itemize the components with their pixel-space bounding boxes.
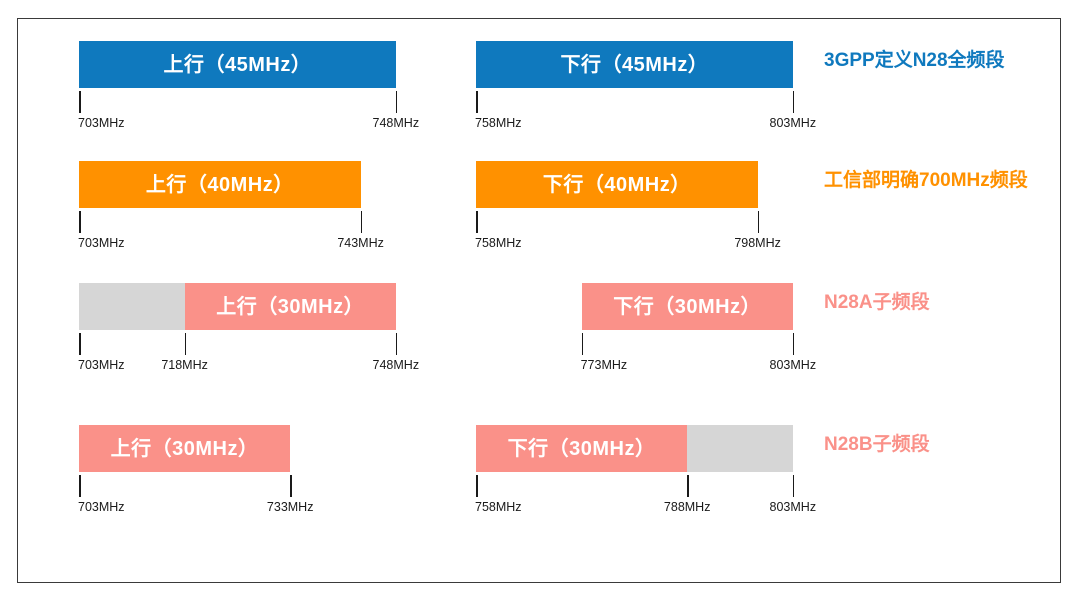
band-row-caption: 工信部明确700MHz频段 (824, 170, 1028, 191)
band-row: 上行（45MHz） 703MHz 748MHz 下行（45MHz） 758MHz 803M… (18, 41, 1060, 161)
axis-tick (79, 211, 81, 233)
band-bar-uplink: 上行（45MHz） (79, 41, 396, 88)
band-segment-active: 下行（30MHz） (476, 425, 688, 472)
axis-tick-label: 703MHz (78, 116, 125, 130)
band-segment-active: 上行（30MHz） (79, 425, 291, 472)
axis-tick (792, 475, 795, 497)
band-segment-active: 上行（30MHz） (184, 283, 396, 330)
band-segment-inactive (79, 283, 185, 330)
band-segment-label: 下行（40MHz） (542, 173, 691, 196)
band-bar-downlink: 下行（30MHz） (476, 425, 793, 472)
axis-tick (792, 333, 795, 355)
band-segment-label: 下行（30MHz） (507, 437, 656, 460)
band-row: 上行（40MHz） 703MHz 743MHz 下行（40MHz） 758MHz 798M… (18, 161, 1060, 281)
axis-tick (79, 91, 81, 113)
band-bar-uplink: 上行（30MHz） (79, 425, 291, 472)
axis-tick-label: 718MHz (161, 358, 208, 372)
band-row: 上行（30MHz） 703MHz 733MHz 下行（30MHz） 758MHz 788M… (18, 425, 1060, 545)
axis-tick-label: 803MHz (769, 358, 817, 372)
axis-tick (184, 333, 187, 355)
band-segment-active: 下行（30MHz） (581, 283, 793, 330)
band-bar-uplink: 上行（30MHz） (79, 283, 396, 330)
axis-tick (395, 91, 398, 113)
axis-tick (395, 333, 398, 355)
axis-tick-label: 798MHz (734, 236, 781, 250)
axis-tick (79, 475, 81, 497)
axis-tick-label: 758MHz (475, 116, 522, 130)
axis-tick-label: 773MHz (580, 358, 628, 372)
band-row: 上行（30MHz） 703MHz 718MHz 748MHz 下行（30MHz） 773M… (18, 283, 1060, 403)
band-row-caption: N28A子频段 (824, 292, 930, 313)
band-bar-downlink: 下行（45MHz） (476, 41, 793, 88)
axis-tick-label: 758MHz (475, 236, 522, 250)
band-segment-active: 上行（45MHz） (79, 41, 396, 88)
axis-tick-label: 703MHz (78, 236, 125, 250)
band-row-caption: N28B子频段 (824, 434, 930, 455)
axis-tick-label: 748MHz (372, 116, 420, 130)
axis-tick-label: 758MHz (475, 500, 522, 514)
axis-tick-label: 733MHz (266, 500, 314, 514)
band-segment-active: 下行（45MHz） (476, 41, 793, 88)
axis-tick (581, 333, 584, 355)
band-segment-active: 上行（40MHz） (79, 161, 361, 208)
band-segment-inactive (687, 425, 793, 472)
diagram-frame: 上行（45MHz） 703MHz 748MHz 下行（45MHz） 758MHz 803M… (17, 18, 1061, 583)
band-segment-label: 下行（45MHz） (560, 53, 709, 76)
band-segment-label: 上行（40MHz） (145, 173, 294, 196)
axis-tick (757, 211, 760, 233)
band-segment-label: 上行（45MHz） (163, 53, 312, 76)
axis-tick (360, 211, 363, 233)
axis-tick (792, 91, 795, 113)
axis-tick (476, 475, 478, 497)
axis-tick-label: 703MHz (78, 358, 125, 372)
axis-tick-label: 803MHz (769, 116, 817, 130)
axis-tick-label: 748MHz (372, 358, 420, 372)
band-bar-downlink: 下行（30MHz） (581, 283, 793, 330)
band-row-caption: 3GPP定义N28全频段 (824, 50, 1005, 71)
axis-tick-label: 743MHz (337, 236, 384, 250)
band-segment-label: 上行（30MHz） (216, 295, 365, 318)
band-bar-downlink: 下行（40MHz） (476, 161, 758, 208)
axis-tick (476, 211, 478, 233)
axis-tick (476, 91, 478, 113)
band-segment-label: 下行（30MHz） (613, 295, 762, 318)
axis-tick-label: 803MHz (769, 500, 817, 514)
band-segment-active: 下行（40MHz） (476, 161, 758, 208)
axis-tick-label: 788MHz (663, 500, 711, 514)
axis-tick (290, 475, 292, 497)
band-segment-label: 上行（30MHz） (110, 437, 259, 460)
axis-tick (79, 333, 81, 355)
band-bar-uplink: 上行（40MHz） (79, 161, 361, 208)
axis-tick-label: 703MHz (78, 500, 125, 514)
axis-tick (687, 475, 689, 497)
